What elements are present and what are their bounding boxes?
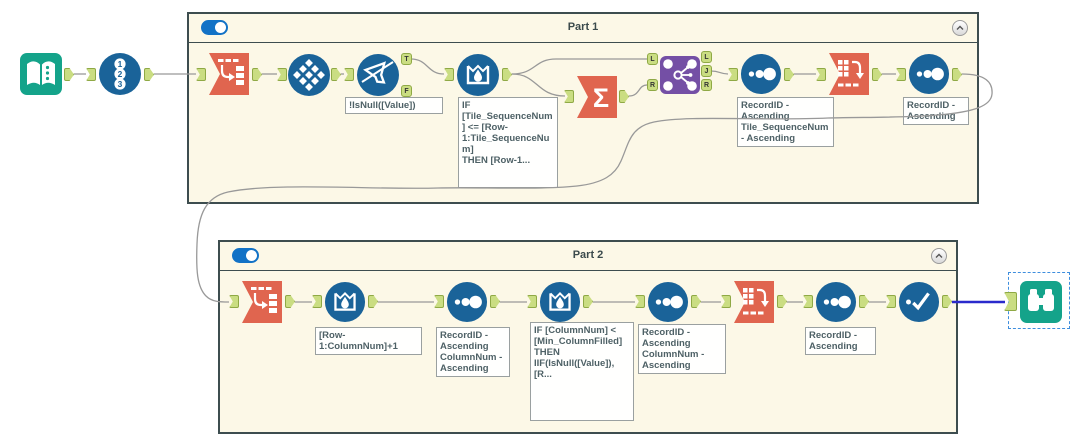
- tile-tool[interactable]: [287, 53, 331, 102]
- container-title: Part 2: [572, 249, 604, 261]
- container-part2-header: Part 2: [220, 242, 956, 271]
- sort-dots-icon: [647, 281, 689, 323]
- filter-funnel-icon: [357, 54, 399, 96]
- output-anchor[interactable]: [144, 68, 154, 81]
- collapse-container-button[interactable]: [952, 20, 968, 36]
- input-data-tool[interactable]: [20, 53, 62, 100]
- transpose-tool-2[interactable]: [241, 281, 283, 328]
- sort-tool-4[interactable]: [647, 281, 689, 328]
- output-anchor-right[interactable]: R: [701, 79, 712, 91]
- sort-dots-icon: [446, 281, 488, 323]
- cross-tab-icon: [829, 53, 869, 95]
- input-anchor[interactable]: [86, 68, 96, 81]
- annotation-multirow-tile: IF [Tile_SequenceNum] <= [Row-1:Tile_Seq…: [458, 97, 558, 188]
- chevron-up-icon: [935, 253, 943, 258]
- sort-dots-icon: [740, 53, 782, 95]
- multi-row-formula-tool-2[interactable]: [324, 281, 366, 328]
- filter-tool[interactable]: [356, 53, 400, 102]
- output-anchor-true[interactable]: T: [401, 53, 412, 65]
- sort-tool-1[interactable]: [740, 53, 782, 100]
- sigma-icon: Σ: [577, 76, 617, 118]
- numbered-list-icon: 1 2 3: [99, 53, 141, 95]
- input-anchor-left[interactable]: L: [647, 53, 658, 65]
- sort-tool-5[interactable]: [815, 281, 857, 328]
- multi-row-formula-tool-3[interactable]: [539, 281, 581, 328]
- browse-tool[interactable]: [1020, 281, 1062, 328]
- chevron-up-icon: [956, 25, 964, 30]
- transpose-icon: [242, 281, 282, 323]
- annotation-sort-colnum-2: RecordID - Ascending ColumnNum - Ascendi…: [638, 324, 726, 375]
- toggle-knob: [215, 22, 226, 33]
- annotation-sort-recordid-2: RecordID - Ascending: [805, 327, 876, 356]
- binoculars-icon: [1020, 281, 1062, 323]
- join-molecule-icon: [660, 56, 700, 94]
- multi-row-formula-tool-1[interactable]: [456, 53, 500, 102]
- container-title: Part 1: [567, 21, 599, 33]
- summarize-tool[interactable]: Σ: [577, 76, 617, 123]
- output-anchor-join[interactable]: J: [701, 65, 712, 77]
- annotation-sort-colnum: RecordID - Ascending ColumnNum - Ascendi…: [436, 327, 510, 378]
- sort-tool-3[interactable]: [446, 281, 488, 328]
- multi-row-formula-icon: [539, 281, 581, 323]
- open-book-icon: [20, 53, 62, 95]
- sort-dots-icon: [908, 53, 950, 95]
- checkmark-icon: [898, 281, 940, 323]
- annotation-multirow-fill: IF [ColumnNum] < [Min_ColumnFilled] THEN…: [530, 322, 634, 421]
- svg-text:Σ: Σ: [593, 83, 609, 113]
- container-enabled-toggle[interactable]: [201, 20, 228, 35]
- input-anchor-right[interactable]: R: [647, 79, 658, 91]
- sort-dots-icon: [815, 281, 857, 323]
- svg-text:2: 2: [118, 69, 123, 79]
- record-id-tool[interactable]: 1 2 3: [98, 52, 142, 101]
- cross-tab-tool-2[interactable]: [733, 281, 775, 328]
- collapse-container-button[interactable]: [931, 248, 947, 264]
- output-anchor-left[interactable]: L: [701, 51, 712, 63]
- sort-tool-2[interactable]: [908, 53, 950, 100]
- output-anchor-false[interactable]: F: [401, 85, 412, 97]
- svg-text:3: 3: [118, 79, 123, 89]
- annotation-sort-recordid: RecordID - Ascending: [903, 97, 969, 126]
- container-part1-header: Part 1: [189, 14, 977, 43]
- output-anchor[interactable]: [64, 68, 74, 81]
- annotation-sort-tile: RecordID - Ascending Tile_SequenceNum - …: [737, 97, 834, 148]
- select-tool[interactable]: [898, 281, 940, 328]
- input-anchor[interactable]: [1004, 292, 1017, 311]
- transpose-tool-1[interactable]: [208, 53, 250, 100]
- multi-row-formula-icon: [324, 281, 366, 323]
- cross-tab-tool-1[interactable]: [828, 53, 870, 100]
- cross-tab-icon: [734, 281, 774, 323]
- transpose-icon: [209, 53, 249, 95]
- multi-row-formula-icon: [457, 54, 499, 96]
- tile-diamonds-icon: [288, 54, 330, 96]
- svg-text:1: 1: [118, 59, 123, 69]
- annotation-multirow-colnum: [Row-1:ColumnNum]+1: [315, 327, 422, 356]
- join-tool[interactable]: [660, 56, 700, 99]
